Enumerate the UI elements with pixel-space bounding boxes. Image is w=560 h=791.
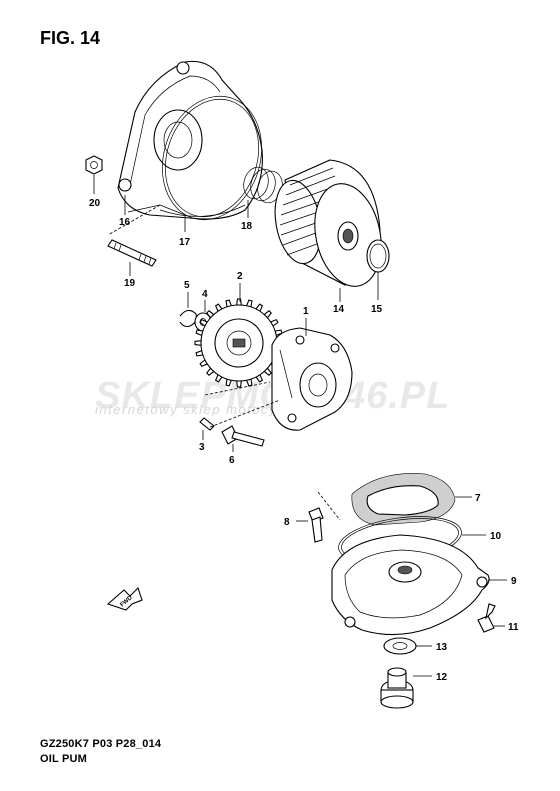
part-1-pump <box>271 327 353 431</box>
callout-17: 17 <box>179 237 191 248</box>
part-16-cover <box>117 60 263 220</box>
callout-19: 19 <box>124 278 136 289</box>
callout-8: 8 <box>284 517 290 528</box>
gear-tooth <box>194 340 202 346</box>
callout-5: 5 <box>184 280 190 291</box>
part-2-gear <box>194 298 284 388</box>
part-11-bolt <box>477 603 496 633</box>
callout-3: 3 <box>199 442 205 453</box>
part-15-oring <box>366 239 390 273</box>
part-3-pin <box>199 417 215 431</box>
callout-9: 9 <box>511 576 517 587</box>
watermark-tagline: internetowy sklep motocyklowy <box>95 402 317 417</box>
callout-7: 7 <box>475 493 481 504</box>
part-13-washer <box>383 637 417 655</box>
leader-lines <box>93 175 507 677</box>
gear-tooth <box>236 298 242 306</box>
callout-4: 4 <box>202 289 208 300</box>
part-6-bolt <box>221 425 265 447</box>
callout-1: 1 <box>303 306 309 317</box>
callout-13: 13 <box>436 642 448 653</box>
callout-18: 18 <box>241 221 253 232</box>
part-7-gasket <box>351 473 456 526</box>
gear-tooth <box>236 380 242 388</box>
callout-20: 20 <box>89 198 101 209</box>
callout-10: 10 <box>490 531 502 542</box>
part-12-plug <box>380 667 414 709</box>
callout-16: 16 <box>119 217 131 228</box>
figure-title: FIG. 14 <box>40 28 101 48</box>
callout-15: 15 <box>371 304 383 315</box>
model-code: GZ250K7 P03 P28_014 <box>40 738 162 750</box>
part-9-pan <box>331 534 490 636</box>
callout-6: 6 <box>229 455 235 466</box>
callout-labels: 20 16 17 18 19 2 5 4 1 14 15 3 6 7 8 10 … <box>89 198 519 683</box>
callout-14: 14 <box>333 304 345 315</box>
callout-12: 12 <box>436 672 448 683</box>
fwd-arrow-icon: FWD <box>106 586 143 611</box>
callout-2: 2 <box>237 271 243 282</box>
part-17-oring <box>162 95 262 221</box>
part-20-nut <box>85 155 103 175</box>
callout-11: 11 <box>508 622 519 633</box>
part-5-circlip <box>179 309 197 328</box>
part-8-bolt <box>308 507 324 543</box>
part-19-stud <box>107 239 157 267</box>
part-14-strainer <box>274 159 382 287</box>
figure-caption: OIL PUM <box>40 753 88 765</box>
